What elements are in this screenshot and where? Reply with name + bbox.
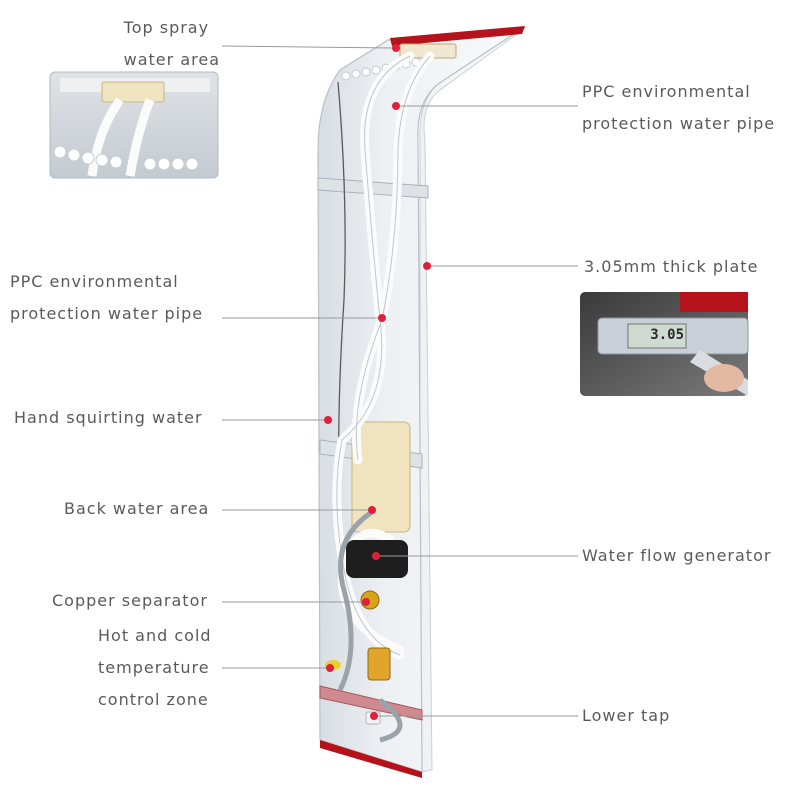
label-hot-cold: Hot and cold temperature control zone [98,620,212,716]
dot-hot-cold [326,664,334,672]
label-lower-tap: Lower tap [582,706,671,725]
label-hot-cold-line-1: Hot and cold [98,626,212,645]
dot-back-water [368,506,376,514]
shower-panel [317,26,527,778]
dot-top-spray [392,44,400,52]
label-ppc-left: PPC environmental protection water pipe [10,266,203,330]
dot-ppc-left [378,314,386,322]
label-back-water: Back water area [64,499,210,518]
dot-ppc-right [392,102,400,110]
dot-thick-plate [423,262,431,270]
label-flow-generator: Water flow generator [582,546,772,565]
label-ppc-right-line-1: PPC environmental [582,82,751,101]
label-hot-cold-line-2: temperature [98,658,210,677]
leader-lines [221,45,578,717]
label-ppc-left-line-1: PPC environmental [10,272,179,291]
braided-hose [337,509,374,692]
panel-side-edge [386,27,527,773]
caliper-inset [580,292,749,396]
dot-copper-separator [362,598,370,606]
top-spray-inset [49,71,219,179]
lower-bracket [319,685,423,721]
braided-hose-lower [378,698,403,743]
label-top-spray-line-2: water area [123,50,220,69]
label-hot-cold-line-3: control zone [98,690,209,709]
panel-top-red-edge [390,26,525,46]
label-ppc-left-line-2: protection water pipe [10,304,204,323]
label-ppc-right: PPC environmental protection water pipe [582,76,775,140]
dot-lower-tap [370,712,378,720]
dot-flow-generator [372,552,380,560]
marker-dots [324,44,431,720]
water-pipes-outline [336,55,431,656]
caliper-readout: 3.05 [650,327,684,343]
thermostat-valve [367,647,391,681]
label-hand-squirting: Hand squirting water [14,408,203,427]
label-top-spray-line-1: Top spray [123,18,210,37]
label-ppc-right-line-2: protection water pipe [582,114,776,133]
panel-bottom-red-edge [320,740,422,778]
dot-hand-squirting [324,416,332,424]
label-thick-plate: 3.05mm thick plate [584,257,759,276]
label-copper-separator: Copper separator [52,591,208,610]
label-top-spray: Top spray water area [124,12,220,76]
